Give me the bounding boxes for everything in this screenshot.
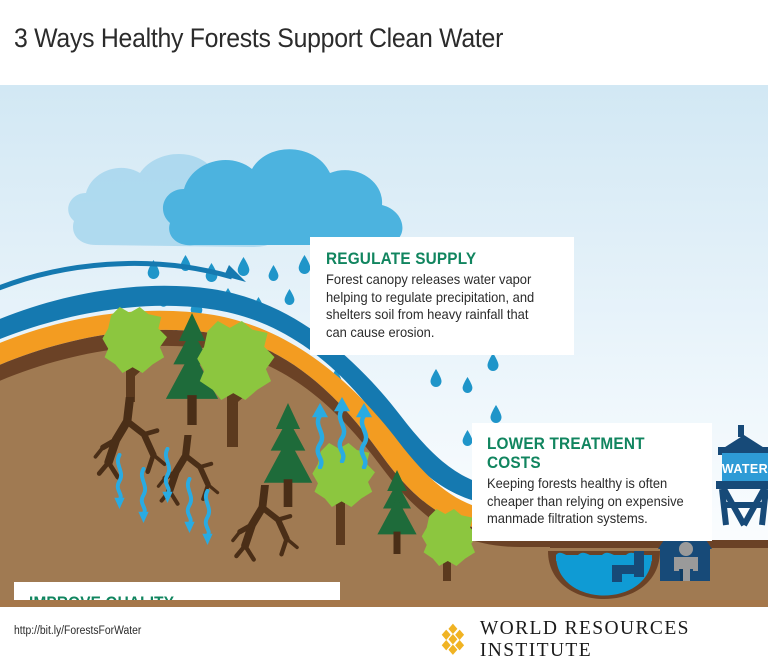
wri-wordmark: WORLD RESOURCES INSTITUTE xyxy=(479,618,690,661)
callout-heading: LOWER TREATMENT COSTS xyxy=(487,435,645,472)
illustration-scene: WATER REGULATE SUPPLY Forest canopy rele… xyxy=(0,85,768,600)
footer: http://bit.ly/ForestsForWater WORLD RESO… xyxy=(0,600,768,666)
deciduous-tree xyxy=(102,307,167,402)
callout-lower-treatment-costs: LOWER TREATMENT COSTS Keeping forests he… xyxy=(472,423,712,541)
runoff-arrow xyxy=(0,260,246,291)
deciduous-tree xyxy=(421,509,478,581)
water-tower: WATER xyxy=(716,425,768,527)
deciduous-tree xyxy=(197,321,275,447)
callout-body: Keeping forests healthy is often cheaper… xyxy=(487,476,684,527)
evapotranspiration-arrows xyxy=(312,397,372,467)
footer-divider-bar xyxy=(0,600,768,607)
callout-heading: REGULATE SUPPLY xyxy=(326,250,477,268)
intake-pipe xyxy=(612,551,644,582)
deciduous-tree xyxy=(312,443,375,545)
water-tower-label: WATER xyxy=(722,462,768,476)
wri-diamond-icon xyxy=(441,623,465,655)
person xyxy=(674,542,698,581)
callout-regulate-supply: REGULATE SUPPLY Forest canopy releases w… xyxy=(310,237,574,356)
callout-improve-quality: IMPROVE QUALITY Forests filter pollution… xyxy=(14,582,340,600)
source-url[interactable]: http://bit.ly/ForestsForWater xyxy=(14,625,142,637)
callout-body: Forest canopy releases water vapor helpi… xyxy=(326,272,535,340)
wri-logo: WORLD RESOURCES INSTITUTE xyxy=(438,618,768,662)
scene-svg: WATER xyxy=(0,85,768,600)
page-title: 3 Ways Healthy Forests Support Clean Wat… xyxy=(14,23,504,53)
header: 3 Ways Healthy Forests Support Clean Wat… xyxy=(0,0,768,85)
callout-heading: IMPROVE QUALITY xyxy=(29,594,304,600)
cloud-front xyxy=(162,149,403,246)
